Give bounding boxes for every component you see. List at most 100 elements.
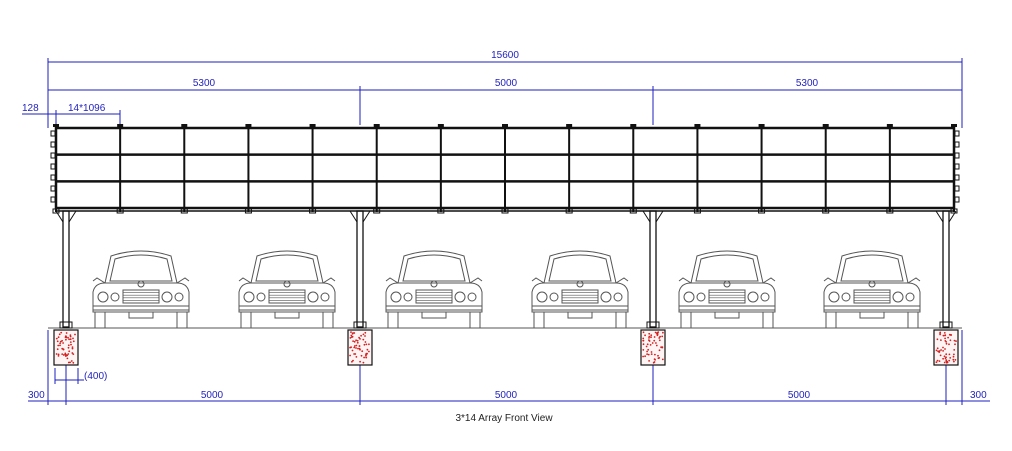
footing-speckle bbox=[65, 332, 68, 334]
column-bracket bbox=[642, 210, 664, 223]
dim-top-span-1-label: 5300 bbox=[193, 78, 216, 89]
footing-speckle bbox=[944, 357, 947, 360]
car-headlight bbox=[454, 291, 466, 303]
car-headlight bbox=[841, 292, 851, 302]
footing-speckle bbox=[954, 359, 957, 361]
footing-speckle bbox=[644, 355, 646, 358]
footing-speckle bbox=[57, 336, 60, 339]
car-headlight bbox=[110, 292, 120, 302]
car-roof bbox=[543, 250, 617, 284]
car-roof bbox=[835, 250, 909, 284]
footing-speckle bbox=[650, 334, 653, 337]
footing-speckle bbox=[945, 359, 948, 361]
footing-speckle bbox=[356, 339, 359, 342]
concrete-footing-icon bbox=[53, 329, 79, 366]
car-roof bbox=[104, 250, 178, 284]
footing-speckle bbox=[72, 337, 74, 340]
purlin-clamp-top bbox=[117, 124, 124, 127]
footing-speckle bbox=[642, 337, 645, 340]
end-clamp bbox=[50, 163, 56, 170]
dim-bottom-span-3-label: 5000 bbox=[788, 390, 811, 401]
footing-speckle bbox=[657, 354, 659, 357]
car-grille bbox=[708, 289, 746, 304]
car-bumper bbox=[823, 305, 921, 313]
footing-speckle bbox=[69, 341, 72, 343]
support-columns bbox=[55, 210, 957, 329]
footing-speckle bbox=[349, 346, 351, 349]
car-mirror-left bbox=[678, 277, 692, 284]
footing-speckle bbox=[57, 355, 60, 357]
car-wheel bbox=[615, 311, 627, 329]
car-headlight bbox=[747, 291, 759, 303]
concrete-footing-icon bbox=[347, 329, 373, 366]
dim-edge-offset-label: 128 bbox=[22, 103, 39, 114]
footing-speckle bbox=[351, 360, 353, 363]
support-column bbox=[649, 210, 657, 328]
footing-speckle bbox=[943, 361, 946, 364]
footing-speckle bbox=[939, 331, 942, 334]
car-headlight bbox=[549, 292, 559, 302]
car-mirror-left bbox=[531, 277, 545, 284]
footing-speckle bbox=[650, 336, 652, 339]
footing-speckle bbox=[69, 335, 72, 338]
car-license-plate bbox=[421, 311, 447, 319]
footing-speckle bbox=[642, 331, 645, 334]
footing-speckle bbox=[942, 334, 945, 337]
car-headlight bbox=[892, 291, 904, 303]
footing-speckle bbox=[355, 344, 358, 347]
footing-speckle bbox=[363, 356, 365, 359]
footing-speckle bbox=[954, 343, 956, 346]
car-front-icon bbox=[385, 250, 483, 329]
car-windshield bbox=[255, 254, 319, 282]
car-headlight bbox=[613, 292, 623, 302]
footing-speckle bbox=[71, 346, 74, 348]
footing-speckle bbox=[69, 334, 72, 337]
footing-speckle bbox=[648, 335, 651, 338]
footing-speckle bbox=[67, 353, 70, 355]
footing-speckle bbox=[58, 333, 61, 336]
footing-speckle bbox=[653, 339, 656, 342]
footing-speckle bbox=[949, 357, 952, 359]
car-wheel bbox=[762, 311, 774, 329]
car-bumper bbox=[385, 305, 483, 313]
car-mirror-left bbox=[238, 277, 252, 284]
footing-speckle bbox=[66, 354, 69, 357]
car-headlight bbox=[683, 291, 695, 303]
footing-speckle bbox=[355, 347, 357, 349]
car-headlight bbox=[467, 292, 477, 302]
car-wheel bbox=[680, 311, 692, 329]
footing-speckle bbox=[55, 337, 58, 340]
footing-speckle bbox=[955, 340, 957, 342]
footing-speckle bbox=[939, 354, 942, 357]
car-headlight bbox=[320, 292, 330, 302]
footing-speckle bbox=[356, 341, 359, 344]
footing-speckle bbox=[70, 343, 72, 346]
car-headlight bbox=[390, 291, 402, 303]
footing-speckle bbox=[942, 350, 944, 352]
footing-speckle bbox=[653, 361, 656, 363]
car-grille bbox=[853, 289, 891, 304]
footing-speckle bbox=[944, 337, 946, 340]
footing-speckle bbox=[353, 345, 356, 347]
footing-speckle bbox=[56, 348, 59, 351]
footing-speckle bbox=[657, 357, 660, 360]
footing-speckle bbox=[655, 344, 658, 347]
car-mirror-left bbox=[823, 277, 837, 284]
footing-speckle bbox=[353, 346, 356, 349]
car-bumper bbox=[531, 305, 629, 313]
footing-speckle bbox=[948, 353, 951, 356]
footing-speckle bbox=[650, 353, 653, 355]
footing-speckle bbox=[67, 346, 70, 349]
footing-speckle bbox=[940, 349, 942, 351]
footing-speckle bbox=[659, 335, 661, 338]
footing-speckle bbox=[935, 349, 938, 352]
car-front-icon bbox=[531, 250, 629, 329]
footing-speckle bbox=[59, 340, 62, 343]
footing-speckle bbox=[642, 355, 644, 358]
footing-speckle bbox=[948, 333, 951, 336]
footing-speckle bbox=[352, 359, 354, 362]
car-wheel bbox=[94, 311, 106, 329]
footing-speckle bbox=[354, 353, 357, 355]
purlin-clamp-top bbox=[822, 124, 829, 127]
footing-speckle bbox=[949, 339, 952, 342]
